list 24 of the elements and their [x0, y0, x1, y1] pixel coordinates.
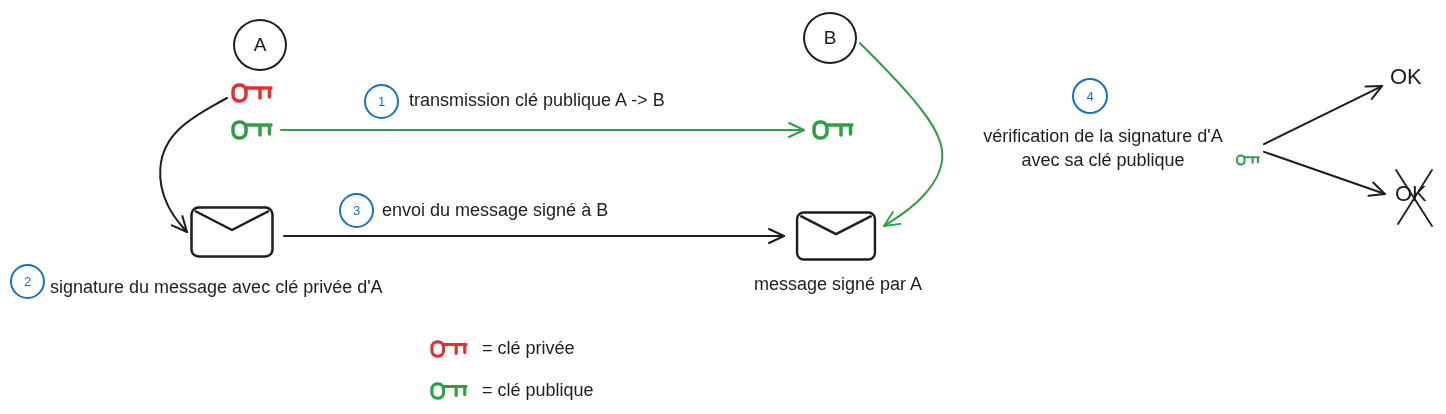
step-circle: [339, 193, 374, 228]
step-description: signature du message avec clé privée d'A: [50, 276, 383, 298]
step-number: 1: [377, 94, 386, 109]
arrow: [283, 228, 785, 244]
arrow: [280, 122, 805, 138]
actor-name: A: [253, 34, 267, 56]
step-circle: [10, 264, 45, 299]
actor-name: B: [823, 27, 837, 49]
arrow: [859, 42, 944, 227]
step-number: 4: [1086, 88, 1094, 104]
arrow: [159, 97, 228, 233]
actor-circle: [803, 12, 857, 64]
step-number: 3: [352, 203, 361, 218]
step-circle: [364, 84, 399, 119]
step-number: 2: [23, 274, 32, 289]
legend-text: = clé privée: [482, 337, 575, 359]
step-description: vérification de la signature d'A avec sa clé publique: [982, 125, 1224, 172]
actor-circle: [233, 19, 287, 71]
arrow: [1263, 150, 1386, 197]
step-circle: [1072, 78, 1108, 114]
arrow: [1263, 85, 1383, 146]
envelope-label: message signé par A: [753, 273, 923, 295]
result-text: OK: [1390, 64, 1422, 89]
legend-text: = clé publique: [482, 379, 594, 401]
